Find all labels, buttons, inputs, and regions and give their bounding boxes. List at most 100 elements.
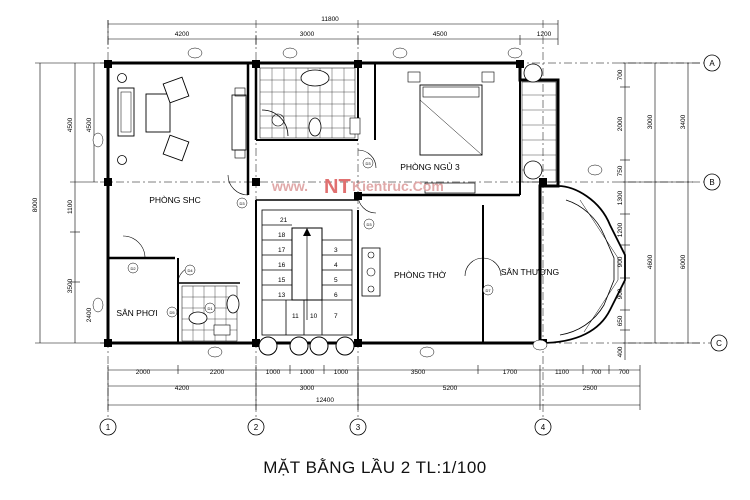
dim-right-3: 750 [617, 165, 624, 176]
terrace-corner-fixtures [523, 63, 543, 180]
svg-text:Kientruc.Com: Kientruc.Com [352, 178, 444, 194]
dim-left-4: 2400 [86, 307, 93, 322]
dim-left-3: 3500 [67, 278, 74, 293]
dim-top-3: 4500 [433, 31, 448, 38]
room-label-terrace: SÂN THƯỢNG [501, 267, 559, 277]
dim-right-outer-2: 6000 [680, 254, 687, 269]
left-dimensions: 8000 4500 1100 3500 4500 2400 [32, 62, 108, 344]
dim-right-mid-2: 4600 [647, 254, 654, 269]
stair-step-18: 18 [278, 232, 286, 239]
svg-text:D7: D7 [485, 288, 491, 293]
stair-step-13: 13 [278, 292, 286, 299]
stair-step-3: 3 [334, 247, 338, 254]
stair-step-21: 21 [280, 217, 288, 224]
altar [361, 247, 381, 297]
lower-bathroom-fixtures [188, 294, 240, 336]
room-label-worship: PHÒNG THỜ [394, 270, 447, 280]
axis-bubble-1: 1 [99, 418, 117, 436]
dim-left-1: 4500 [67, 117, 74, 132]
dim-top-1: 4200 [175, 31, 190, 38]
svg-text:D2: D2 [130, 266, 136, 271]
dim-left-total: 8000 [32, 197, 39, 212]
window-tags [92, 47, 603, 358]
axis-bubble-a: A [703, 54, 721, 72]
svg-text:1: 1 [106, 423, 111, 432]
bottom-dimensions: 2000 2200 1000 1000 1000 3500 1700 1100 … [107, 365, 641, 410]
svg-text:C: C [716, 339, 722, 348]
svg-text:www.: www. [271, 178, 308, 194]
stair-step-17: 17 [278, 247, 286, 254]
dim-bottom-8: 1100 [555, 369, 569, 376]
axis-bubble-2: 2 [247, 418, 265, 436]
dim-right-outer-1: 3400 [680, 114, 687, 129]
drawing-title: MẶT BẰNG LẦU 2 TL:1/100 [263, 458, 487, 477]
svg-text:D3: D3 [366, 222, 372, 227]
svg-text:A: A [709, 59, 715, 68]
dim-left-2: 1100 [67, 200, 74, 214]
dim-bottom-7: 1700 [503, 369, 518, 376]
terrace-bay [539, 185, 626, 344]
dim-right-4: 1300 [617, 190, 624, 205]
svg-text:4: 4 [541, 423, 546, 432]
svg-text:D5: D5 [169, 310, 175, 315]
stair-step-15: 15 [278, 277, 286, 284]
dim-top-4: 1200 [537, 31, 552, 38]
dim-bottom-r2-4: 2500 [583, 385, 598, 392]
bed [407, 71, 495, 194]
dim-bottom-10: 700 [619, 369, 630, 376]
svg-text:D3: D3 [365, 161, 371, 166]
svg-text:B: B [709, 178, 714, 187]
dim-bottom-3: 1000 [266, 369, 281, 376]
balcony-planters [258, 336, 355, 356]
room-label-bedroom: PHÒNG NGỦ 3 [400, 161, 460, 172]
dim-bottom-4: 1000 [300, 369, 315, 376]
stair-step-16: 16 [278, 262, 286, 269]
svg-text:2: 2 [254, 423, 259, 432]
top-dimensions: 11800 4200 3000 4500 1200 [107, 16, 559, 45]
dim-right-6: 900 [617, 256, 624, 267]
watermark: www. NT Kientruc.Com [271, 176, 444, 198]
sofa-set [117, 73, 247, 165]
dim-bottom-r2-2: 3000 [300, 385, 315, 392]
dim-right-2: 2000 [617, 116, 624, 131]
svg-text:NT: NT [324, 176, 351, 198]
bathroom-tiles-upper [259, 67, 356, 139]
dim-right-1: 700 [617, 69, 624, 80]
axis-bubble-3: 3 [349, 418, 367, 436]
dim-bottom-1: 2000 [136, 369, 151, 376]
dim-left-mid-1: 4500 [86, 117, 93, 132]
svg-text:D4: D4 [187, 268, 193, 273]
door-swings [122, 149, 502, 284]
wardrobe-tiles [521, 81, 557, 183]
axis-bubble-b: B [703, 173, 721, 191]
dim-bottom-6: 3500 [411, 369, 426, 376]
dim-bottom-r2-1: 4200 [175, 385, 190, 392]
axis-bubble-4: 4 [534, 418, 552, 436]
door-tags: D2 D3 D3 D3 D4 D5 D7 D1 [127, 157, 494, 318]
dim-total-top: 11800 [321, 16, 339, 23]
dim-total-bottom: 12400 [316, 397, 334, 404]
dim-bottom-r2-3: 5200 [443, 385, 458, 392]
room-label-living: PHÒNG SHC [149, 195, 200, 205]
svg-text:3: 3 [356, 423, 361, 432]
dim-bottom-5: 1000 [334, 369, 349, 376]
stair-step-11: 11 [292, 313, 299, 320]
stair-step-10: 10 [310, 313, 318, 320]
stair-step-4: 4 [334, 262, 338, 269]
stair-step-5: 5 [334, 277, 338, 284]
dim-top-2: 3000 [300, 31, 315, 38]
room-label-drying: SÂN PHƠI [116, 308, 157, 318]
stair-step-6: 6 [334, 292, 338, 299]
stair-step-7: 7 [334, 313, 338, 320]
svg-text:D1: D1 [207, 306, 213, 311]
dim-right-mid-1: 3000 [647, 114, 654, 129]
dim-right-9: 400 [617, 346, 624, 357]
axis-bubble-c: C [710, 334, 728, 352]
dim-bottom-9: 700 [591, 369, 602, 376]
upper-bathroom-fixtures [261, 69, 361, 137]
dim-bottom-2: 2200 [210, 369, 225, 376]
dim-right-8: 650 [617, 315, 624, 326]
right-dimensions: 700 2000 750 1300 1200 900 900 650 400 3… [617, 62, 700, 360]
dim-right-5: 1200 [617, 222, 624, 237]
